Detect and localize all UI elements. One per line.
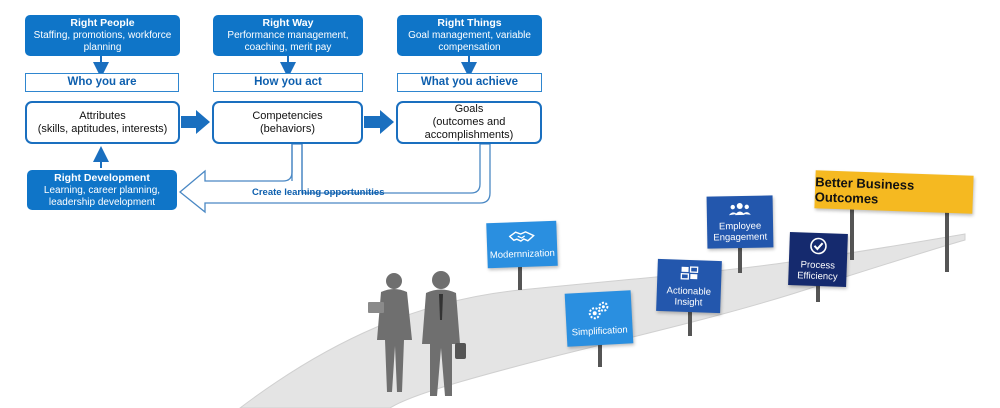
box-right-development-title: Right Development <box>54 172 150 184</box>
sign-post-simplification <box>598 342 602 367</box>
label-who-you-are: Who you are <box>25 73 179 92</box>
sign-modernization-label: Modernnization <box>489 247 555 261</box>
box-right-development: Right Development Learning, career plann… <box>27 170 177 210</box>
check-badge-icon <box>809 237 828 259</box>
sign-actionable-insight: Actionable Insight <box>656 258 722 314</box>
sign-simplification: Simplification <box>564 290 634 347</box>
box-right-way-subtitle: Performance management, coaching, merit … <box>227 30 349 53</box>
sign-process-efficiency-label: Process Efficiency <box>796 259 838 283</box>
sign-post-actionable-insight <box>688 310 692 336</box>
sign-simplification-label: Simplification <box>571 324 628 338</box>
sign-better-business-outcomes: Better Business Outcomes <box>814 170 974 214</box>
box-right-people-subtitle: Staffing, promotions, workforce planning <box>33 30 172 53</box>
people-group-icon <box>728 201 751 218</box>
stage-competencies-title: Competencies <box>252 109 323 122</box>
sign-process-efficiency: Process Efficiency <box>788 232 848 287</box>
box-right-way-title: Right Way <box>262 17 314 29</box>
box-right-people-title: Right People <box>70 17 135 29</box>
box-right-things-subtitle: Goal management, variable compensation <box>408 30 531 53</box>
stage-goals: Goals (outcomes and accomplishments) <box>396 101 542 144</box>
businesswoman-figure <box>368 273 412 392</box>
gears-icon <box>586 300 611 324</box>
label-what-you-achieve: What you achieve <box>397 73 542 92</box>
puzzle-arrows-icon <box>679 264 700 284</box>
sign-post-outcome-right <box>945 210 949 272</box>
stage-goals-title: Goals <box>454 103 484 115</box>
stage-competencies: Competencies (behaviors) <box>212 101 363 144</box>
sign-post-modernization <box>518 258 522 290</box>
stage-goals-detail-2: accomplishments) <box>424 129 514 141</box>
stage-goals-detail-1: (outcomes and <box>432 116 506 128</box>
stage-attributes-title: Attributes <box>79 109 126 122</box>
stage-attributes-detail: (skills, aptitudes, interests) <box>37 122 168 135</box>
learning-arrow-label: Create learning opportunities <box>252 187 385 198</box>
stage-competencies-detail: (behaviors) <box>259 122 316 135</box>
handshake-icon <box>508 229 535 247</box>
sign-employee-engagement: Employee Engagement <box>706 195 774 249</box>
sign-post-process-efficiency <box>816 284 820 302</box>
sign-post-outcome-left <box>850 205 854 260</box>
sign-post-employee-engagement <box>738 246 742 273</box>
label-how-you-act: How you act <box>213 73 363 92</box>
block-arrow-competencies-to-goals <box>364 110 394 134</box>
box-right-things: Right Things Goal management, variable c… <box>397 15 542 56</box>
box-right-way: Right Way Performance management, coachi… <box>213 15 363 56</box>
sign-modernization: Modernnization <box>486 220 558 269</box>
block-arrow-attributes-to-competencies <box>181 110 210 134</box>
businessman-figure <box>422 271 466 396</box>
box-right-people: Right People Staffing, promotions, workf… <box>25 15 180 56</box>
box-right-things-title: Right Things <box>437 17 502 29</box>
stage-attributes: Attributes (skills, aptitudes, interests… <box>25 101 180 144</box>
box-right-development-subtitle: Learning, career planning, leadership de… <box>43 185 161 208</box>
sign-actionable-insight-label: Actionable Insight <box>666 284 712 308</box>
learning-return-arrow <box>178 143 491 214</box>
sign-employee-engagement-label: Employee Engagement <box>713 220 768 243</box>
